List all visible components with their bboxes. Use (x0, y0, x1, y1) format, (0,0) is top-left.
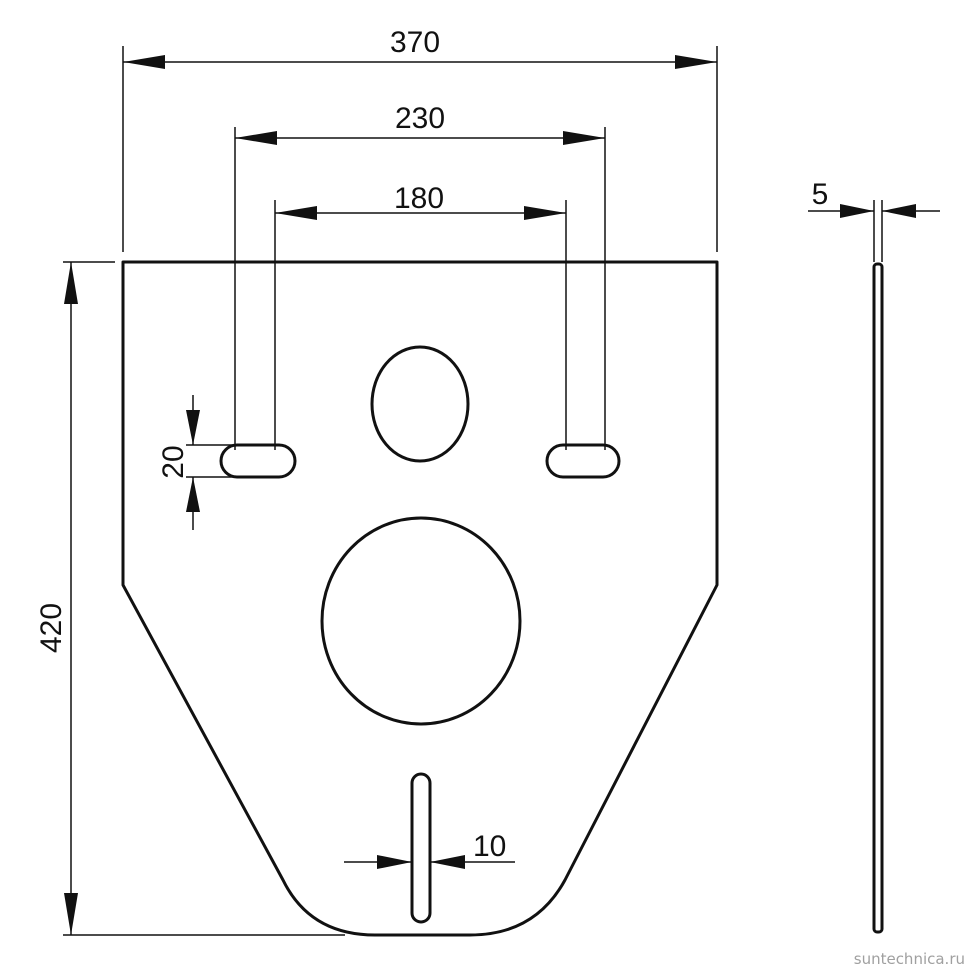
dimension-inner-hole-spacing: 180 (274, 182, 567, 450)
dimension-bottom-slot-width: 10 (344, 830, 515, 869)
left-mounting-slot (219, 443, 297, 479)
top-oval-hole (370, 345, 470, 463)
bottom-slot (410, 772, 432, 924)
watermark-text: suntechnica.ru (854, 950, 965, 968)
large-oval-hole (320, 516, 522, 726)
side-view-plate (872, 262, 884, 934)
dimension-thickness: 5 (808, 178, 940, 262)
right-mounting-slot (545, 443, 621, 479)
dimension-outer-hole-spacing: 230 (234, 102, 606, 450)
dimension-slot-height: 20 (157, 395, 240, 530)
dimension-height: 420 (35, 261, 345, 936)
dimension-overall-width-label: 370 (390, 26, 440, 59)
dimension-inner-hole-spacing-label: 180 (394, 182, 444, 215)
dimension-bottom-slot-width-label: 10 (473, 830, 506, 863)
dimension-overall-width: 370 (122, 26, 718, 252)
dimension-slot-height-label: 20 (157, 445, 190, 478)
plate-outline (121, 260, 719, 937)
dimension-height-label: 420 (35, 603, 68, 653)
dimension-outer-hole-spacing-label: 230 (395, 102, 445, 135)
dimension-thickness-label: 5 (812, 178, 829, 211)
